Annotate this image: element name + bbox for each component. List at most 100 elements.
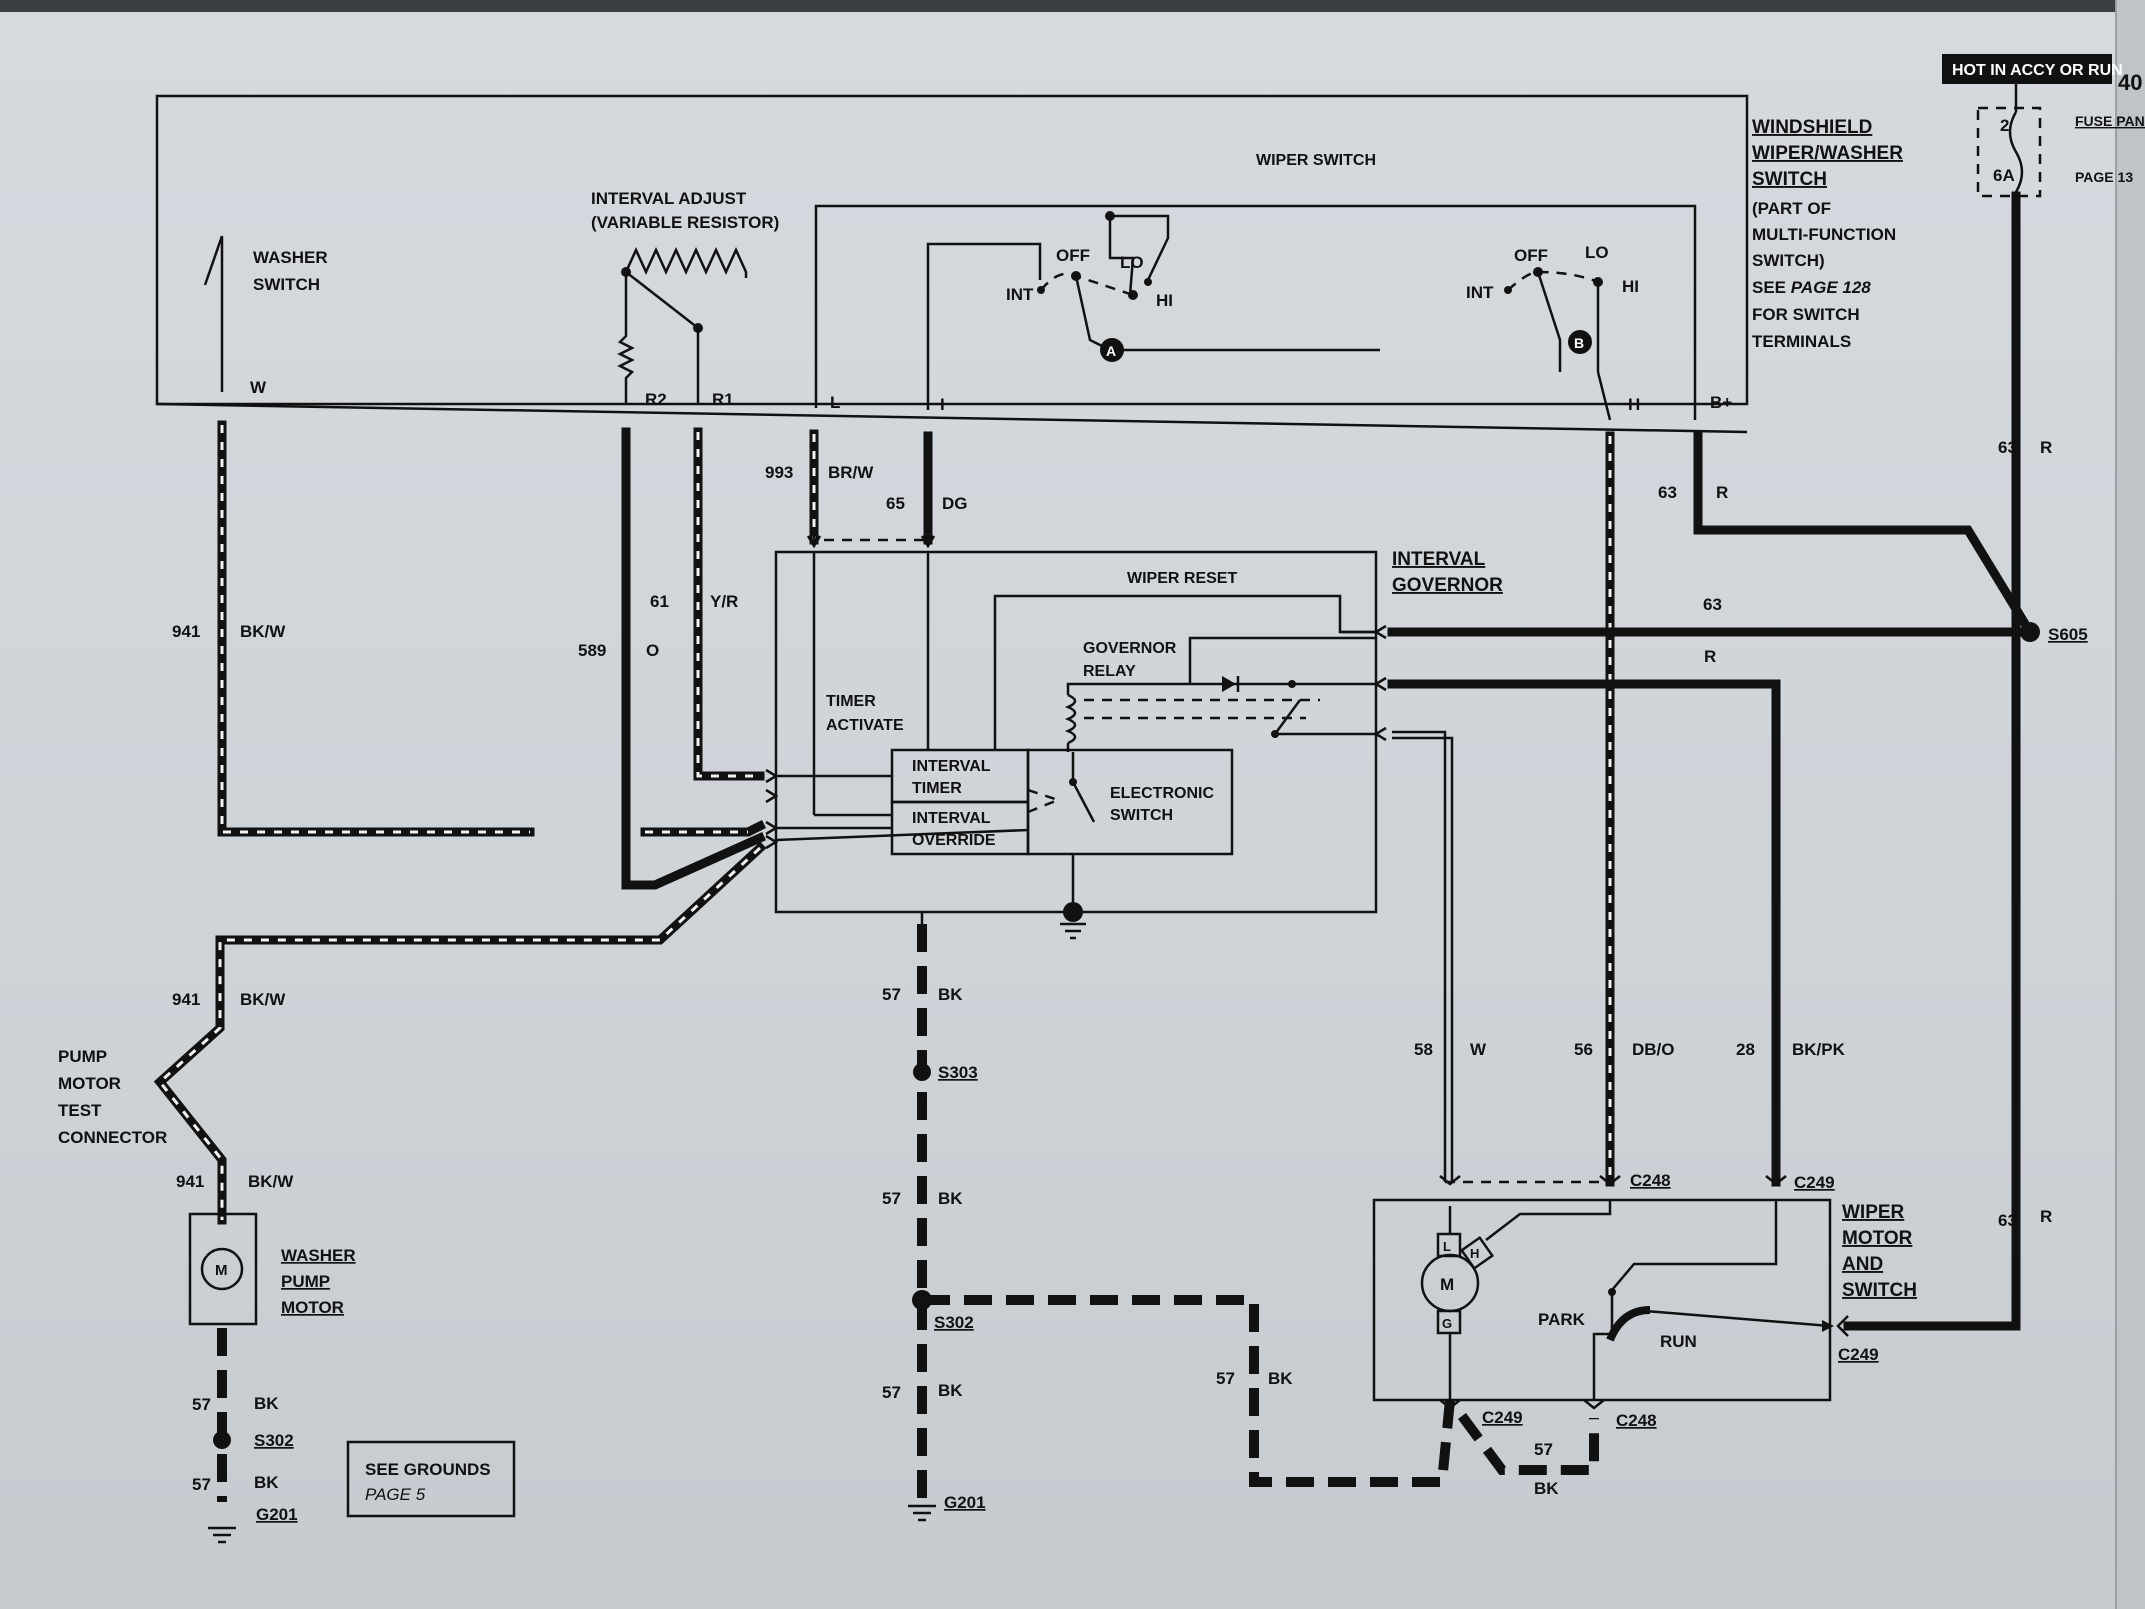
wiper-motor-m: M <box>1440 1275 1454 1294</box>
pos-int-a: INT <box>1006 285 1034 304</box>
wire-58-outline-right <box>1392 736 1454 1182</box>
interval-adjust-label-1: INTERVAL ADJUST <box>591 189 747 208</box>
switch-a-arc <box>1040 272 1134 297</box>
wire-57-color-e: BK <box>1534 1479 1559 1498</box>
connector-c249-bottom: C249 <box>1482 1408 1523 1427</box>
wiper-reset-label: WIPER RESET <box>1127 570 1237 587</box>
splice-s605-label: S605 <box>2048 625 2088 644</box>
wiper-switch-bplus-bus <box>814 204 1697 408</box>
pump-connector-label-1: PUMP <box>58 1047 107 1066</box>
wire-58-num: 58 <box>1414 1040 1433 1059</box>
switch-b-marker <box>1568 330 1592 354</box>
park-switch-feed <box>1611 1200 1778 1291</box>
governor-title-1: INTERVAL <box>1392 549 1486 570</box>
wire-28 <box>1387 679 1781 1187</box>
component-title-5: MULTI-FUNCTION <box>1752 225 1896 244</box>
esw-to-589 <box>775 828 1029 842</box>
wire-28-num: 28 <box>1736 1040 1755 1059</box>
wire-57-motor-loop <box>1457 1413 1599 1475</box>
relay-coil <box>1064 693 1077 745</box>
motor-h-lead <box>1485 1200 1612 1241</box>
see-grounds-line1: SEE GROUNDS <box>365 1460 491 1479</box>
wire-57-color-g: BK <box>254 1473 279 1492</box>
motor-right-connector <box>1836 1315 1849 1337</box>
wire-28-color: BK/PK <box>1792 1040 1846 1059</box>
wire-63-color-b: R <box>2040 438 2052 457</box>
wire-993-65-connector <box>812 532 928 542</box>
electronic-switch-2: SWITCH <box>1110 807 1173 824</box>
wire-57-num-a: 57 <box>882 985 901 1004</box>
governor-relay-label-1: GOVERNOR <box>1083 640 1177 657</box>
run-contact <box>1616 1310 1831 1331</box>
switch-box-bottom-edge <box>156 402 1748 434</box>
wire-63-num-a: 63 <box>1658 483 1677 502</box>
component-title-8: FOR SWITCH <box>1752 305 1860 324</box>
fuse-rating: 6A <box>1993 166 2015 185</box>
connector-c248-bottom: C248 <box>1616 1411 1657 1430</box>
relay-feed <box>1188 636 1376 684</box>
esw-blade <box>1071 781 1096 823</box>
washer-pump-motor-symbol <box>200 1247 244 1291</box>
pos-hi-a: HI <box>1156 291 1173 310</box>
wire-941-num-a: 941 <box>172 622 200 641</box>
wiper-motor-park: PARK <box>1538 1310 1586 1329</box>
see-grounds-box <box>346 1440 516 1518</box>
park-switch-ground <box>1592 1292 1614 1400</box>
timer-activate-1: TIMER <box>826 693 876 710</box>
wiper-motor-run: RUN <box>1660 1332 1697 1351</box>
variable-resistor-zigzag <box>624 246 748 278</box>
h-lead <box>1596 371 1612 421</box>
splice-s303-label: S303 <box>938 1063 978 1082</box>
governor-ground-dot <box>1063 902 1083 922</box>
fuse-page-label: PAGE 13 <box>2075 169 2133 185</box>
resistor-fixed <box>617 272 635 404</box>
wire-57-to-motor <box>922 1295 1455 1487</box>
interval-timer-2: TIMER <box>912 780 962 797</box>
wiper-motor-label-2: MOTOR <box>1842 1228 1913 1249</box>
wire-56-num: 56 <box>1574 1040 1593 1059</box>
wire-61-stripe <box>696 432 760 778</box>
wire-589 <box>621 427 766 890</box>
wire-63-num-b: 63 <box>1998 438 2017 457</box>
wire-941-num-b: 941 <box>172 990 200 1009</box>
ground-g201-label-gov: G201 <box>944 1493 986 1512</box>
fuse-panel-label: FUSE PANEL <box>2075 113 2145 129</box>
fuse-number: 2 <box>2000 116 2009 135</box>
wire-941-color-b: BK/W <box>240 990 286 1009</box>
wire-941-color-c: BK/W <box>248 1172 294 1191</box>
wire-941-lower <box>153 841 767 1225</box>
pump-connector-label-2: MOTOR <box>58 1074 121 1093</box>
interval-adjust-label-2: (VARIABLE RESISTOR) <box>591 213 779 232</box>
component-title-4: (PART OF <box>1752 199 1831 218</box>
wire-61-num: 61 <box>650 592 669 611</box>
wire-589-color: O <box>646 641 659 660</box>
hot-label: HOT IN ACCY OR RUN <box>1952 62 2123 79</box>
wire-63-fuse <box>1843 191 2021 1331</box>
terminal-r2: R2 <box>645 390 667 409</box>
connector-c249-top: C249 <box>1794 1173 1835 1192</box>
component-title-6: SWITCH) <box>1752 251 1825 270</box>
wiper-motor-label-3: AND <box>1842 1254 1883 1275</box>
governor-title-2: GOVERNOR <box>1392 575 1503 596</box>
pos-hi-b: HI <box>1622 277 1639 296</box>
switch-a-hi-dot <box>1144 278 1152 286</box>
wire-57-num-b: 57 <box>882 1189 901 1208</box>
switch-a-letter: A <box>1106 343 1116 359</box>
wire-589-num: 589 <box>578 641 606 660</box>
wire-57-num-d: 57 <box>1216 1369 1235 1388</box>
wire-57-color-c: BK <box>938 1381 963 1400</box>
see-grounds-line2: PAGE 5 <box>365 1485 426 1504</box>
esw-coupling <box>1027 788 1062 814</box>
washer-pump-motor-box <box>188 1212 258 1326</box>
pos-lo-a: LO <box>1120 253 1144 272</box>
wire-58-color: W <box>1470 1040 1487 1059</box>
terminal-w: W <box>250 378 267 397</box>
wiper-motor-l: L <box>1443 1239 1451 1254</box>
wire-63-color-a: R <box>1716 483 1728 502</box>
wiper-switch-i-line <box>926 242 1042 410</box>
timer-activate-2: ACTIVATE <box>826 717 904 734</box>
washer-switch-label-2: SWITCH <box>253 275 320 294</box>
wire-63-num-c: 63 <box>1703 595 1722 614</box>
relay-coupling <box>1084 698 1320 720</box>
resistor-wiper-arm <box>625 271 699 329</box>
